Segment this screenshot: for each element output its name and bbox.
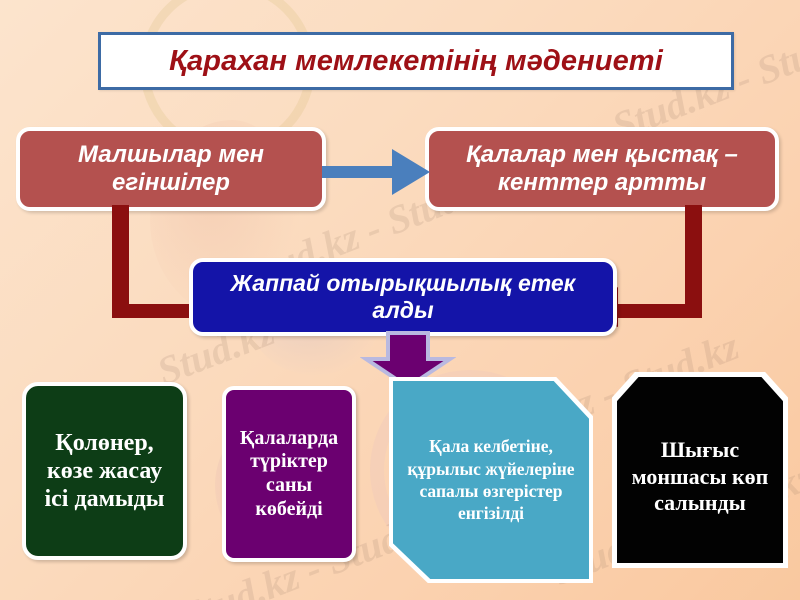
node-turks-label: Қалаларда түріктер саны көбейді (239, 426, 339, 520)
node-urban-label-container: Қала келбетіне, құрылыс жүйелеріне сапал… (389, 377, 593, 583)
node-urban-changes: Қала келбетіне, құрылыс жүйелеріне сапал… (389, 377, 593, 583)
node-bath-label: Шығыс моншасы көп салынды (631, 436, 769, 516)
node-mass-settlement: Жаппай отырықшылық етек алды (189, 258, 617, 336)
node-turks-population-grew: Қалаларда түріктер саны көбейді (222, 386, 356, 562)
node-settled-label: Жаппай отырықшылық етек алды (230, 269, 576, 323)
node-urban-label: Қала келбетіне, құрылыс жүйелеріне сапал… (407, 436, 575, 524)
node-urban-fill (393, 381, 589, 579)
slide-title: Қарахан мемлекетінің мәдениеті (169, 44, 663, 77)
node-eastern-baths: Шығыс моншасы көп салынды (612, 372, 788, 568)
node-herders-label: Малшылар мен егіншілер (78, 140, 264, 196)
slide-title-box: Қарахан мемлекетінің мәдениеті (98, 32, 734, 90)
node-cities-and-settlements: Қалалар мен қыстақ –кенттер артты (425, 127, 779, 211)
node-crafts-developed: Қолөнер, көзе жасау ісі дамыды (22, 382, 187, 560)
node-bath-label-container: Шығыс моншасы көп салынды (612, 372, 788, 568)
node-herders-and-farmers: Малшылар мен егіншілер (16, 127, 326, 211)
node-cities-label: Қалалар мен қыстақ –кенттер артты (466, 140, 738, 196)
node-bath-fill (617, 377, 783, 563)
node-craft-label: Қолөнер, көзе жасау ісі дамыды (44, 429, 165, 513)
arrow-right-icon (322, 149, 430, 195)
